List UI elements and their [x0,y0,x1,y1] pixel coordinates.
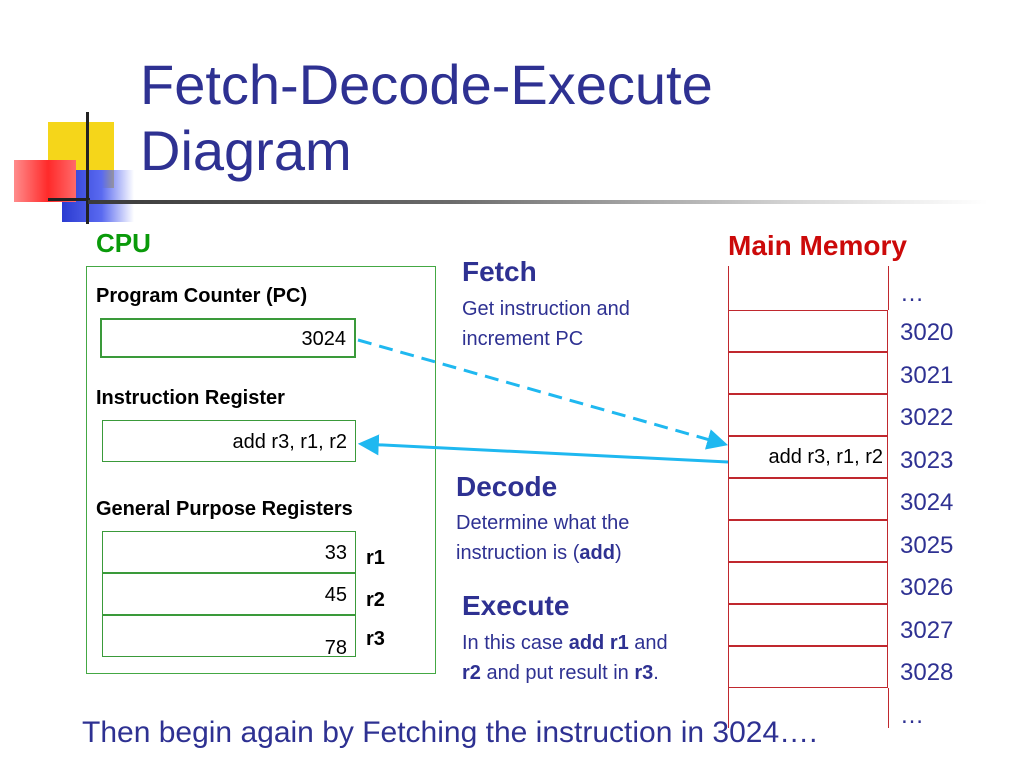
ir-value: add r3, r1, r2 [232,431,347,453]
execute-description: In this case add r1 and r2 and put resul… [462,628,668,688]
fetch-title: Fetch [462,256,537,287]
page-title: Fetch-Decode-Execute Diagram [140,52,713,184]
execute-desc-line-2: r2 and put result in r3. [462,658,668,688]
fetch-description: Get instruction and increment PC [462,294,630,354]
memory-address: 3025 [900,532,954,559]
register-r1-value: 33 [324,542,347,564]
execute-title: Execute [462,590,570,621]
memory-address: 3027 [900,617,954,644]
register-r3-name: r3 [366,628,385,650]
decode-title: Decode [456,471,558,502]
memory-address: 3022 [900,404,954,431]
register-r3-value: 78 [324,637,347,659]
execute-desc-mid: and put result in [480,662,635,684]
title-divider [88,200,988,204]
fetch-desc-line-1: Get instruction and [462,298,630,320]
memory-cell [728,646,888,688]
gpr-heading: General Purpose Registers [96,498,353,520]
register-r2-name: r2 [366,589,385,611]
execute-desc-line-1: In this case add r1 and [462,628,668,658]
execute-desc-post: and [628,632,668,654]
footer-text: Then begin again by Fetching the instruc… [82,716,818,749]
decode-desc-bold: add [579,542,615,564]
instruction-register: add r3, r1, r2 [102,420,356,462]
execute-desc-bold: add r1 [568,632,629,654]
memory-cell [728,352,888,394]
execute-desc-bold-r2: r2 [462,662,481,684]
title-line-1: Fetch-Decode-Execute [140,53,713,116]
pc-heading: Program Counter (PC) [96,285,308,307]
memory-right-edge-top [888,266,889,310]
register-r2-value: 45 [324,584,347,606]
pc-register: 3024 [100,318,356,358]
memory-address: 3028 [900,659,954,686]
memory-address-ellipsis-top: … [900,280,924,307]
decode-desc-pre: instruction is ( [456,542,580,564]
memory-address: 3024 [900,489,954,516]
register-r2: 45 [102,573,356,615]
fetch-desc-line-2: increment PC [462,328,584,350]
memory-cell [728,310,888,352]
memory-address-ellipsis-bottom: … [900,702,924,729]
memory-right-edge-bottom [888,688,889,728]
decode-desc-line-1: Determine what the [456,512,630,534]
memory-address: 3021 [900,362,954,389]
memory-cell [728,394,888,436]
memory-cell-content: add r3, r1, r2 [768,446,883,468]
memory-cell [728,520,888,562]
memory-cell: add r3, r1, r2 [728,436,888,478]
decode-desc-line-2: instruction is (add) [456,538,629,568]
ir-heading: Instruction Register [96,387,285,409]
fetch-dashed-arrow [357,338,729,450]
execute-desc-end: . [653,662,659,684]
logo-horizontal-line [48,198,90,201]
load-instruction-arrow [357,434,729,464]
memory-cell [728,562,888,604]
decode-description: Determine what the instruction is (add) [456,508,629,568]
memory-left-edge-top [728,266,729,310]
register-r1: 33 [102,531,356,573]
main-memory-label: Main Memory [728,230,907,261]
execute-desc-pre: In this case [462,632,569,654]
pc-value: 3024 [301,328,347,350]
cpu-label: CPU [96,228,151,258]
memory-left-edge-bottom [728,688,729,728]
memory-cell [728,478,888,520]
register-r3: 78 [102,615,356,659]
decode-desc-post: ) [614,542,622,564]
memory-address: 3023 [900,447,954,474]
logo-vertical-line [86,112,89,224]
cpu-box [86,266,436,674]
memory-address: 3020 [900,319,954,346]
register-r1-name: r1 [366,547,385,569]
memory-address: 3026 [900,574,954,601]
execute-desc-bold-r3: r3 [634,662,654,684]
memory-cell [728,604,888,646]
title-line-2: Diagram [140,119,352,182]
logo-red-square [14,160,76,202]
